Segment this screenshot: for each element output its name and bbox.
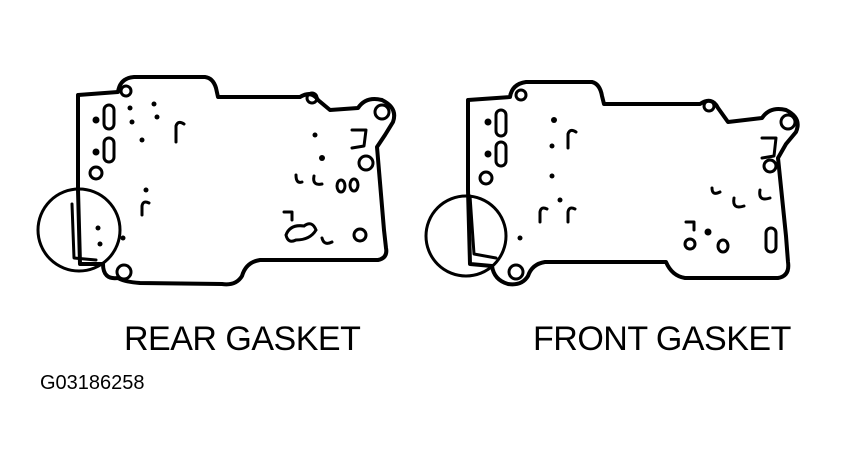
rear-dot (319, 155, 325, 161)
rear-passage (282, 210, 294, 222)
front-dot (551, 117, 557, 123)
rear-slot (102, 136, 116, 164)
rear-dot (139, 137, 145, 143)
rear-passage (312, 174, 324, 186)
rear-gasket-outline (76, 75, 397, 287)
rear-dot (151, 101, 157, 107)
rear-gasket (36, 75, 397, 287)
rear-dot (127, 105, 133, 111)
front-slot (764, 226, 778, 254)
front-dot (704, 228, 712, 236)
front-passage (566, 206, 577, 224)
front-passage (538, 206, 549, 224)
rear-hole (373, 103, 391, 121)
front-hole (779, 113, 797, 131)
front-slot (494, 108, 508, 138)
front-dot (549, 173, 555, 179)
front-hole (507, 263, 525, 281)
rear-hole (352, 227, 368, 243)
rear-dot (92, 148, 100, 156)
front-hole (762, 158, 778, 174)
rear-passage (294, 173, 304, 184)
front-dot (549, 143, 555, 149)
rear-dot (312, 132, 318, 138)
front-passage (684, 220, 696, 232)
front-dot (557, 197, 563, 203)
front-hole (702, 99, 716, 113)
rear-passage (284, 222, 318, 243)
rear-dot (97, 241, 103, 247)
rear-gasket-caption: REAR GASKET (124, 320, 361, 358)
rear-dot (92, 116, 100, 124)
rear-hole (335, 178, 347, 194)
rear-passage (320, 236, 334, 245)
front-gasket (424, 80, 800, 287)
front-detail-circle (424, 194, 508, 278)
figure-id: G03186258 (40, 372, 145, 394)
rear-dot (143, 187, 149, 193)
front-passage (732, 196, 746, 209)
front-dot (484, 118, 492, 126)
rear-detail-edge (70, 202, 98, 262)
rear-dot (95, 225, 101, 231)
rear-dot (129, 119, 135, 125)
front-passage (760, 136, 778, 160)
front-dot (517, 235, 523, 241)
rear-hole (357, 154, 375, 172)
front-slot (494, 140, 508, 168)
rear-detail-circle (36, 187, 122, 273)
front-passage (710, 186, 722, 195)
front-passage (566, 128, 578, 150)
rear-hole (305, 91, 319, 105)
front-hole (683, 237, 697, 251)
rear-slot (102, 103, 116, 131)
front-passage (758, 188, 772, 201)
rear-dot (120, 235, 126, 241)
front-gasket-outline (466, 80, 800, 287)
front-hole (514, 88, 528, 102)
front-dot (484, 150, 492, 158)
front-gasket-caption: FRONT GASKET (533, 320, 791, 358)
rear-passage (140, 200, 151, 217)
rear-dot (154, 114, 160, 120)
rear-hole (119, 84, 133, 98)
front-detail-edge (468, 194, 498, 260)
rear-passage (174, 120, 186, 144)
front-hole (478, 170, 494, 186)
rear-passage (350, 128, 368, 150)
rear-hole (348, 177, 360, 193)
rear-hole (115, 263, 133, 281)
rear-hole (88, 165, 104, 181)
front-hole (716, 238, 730, 254)
